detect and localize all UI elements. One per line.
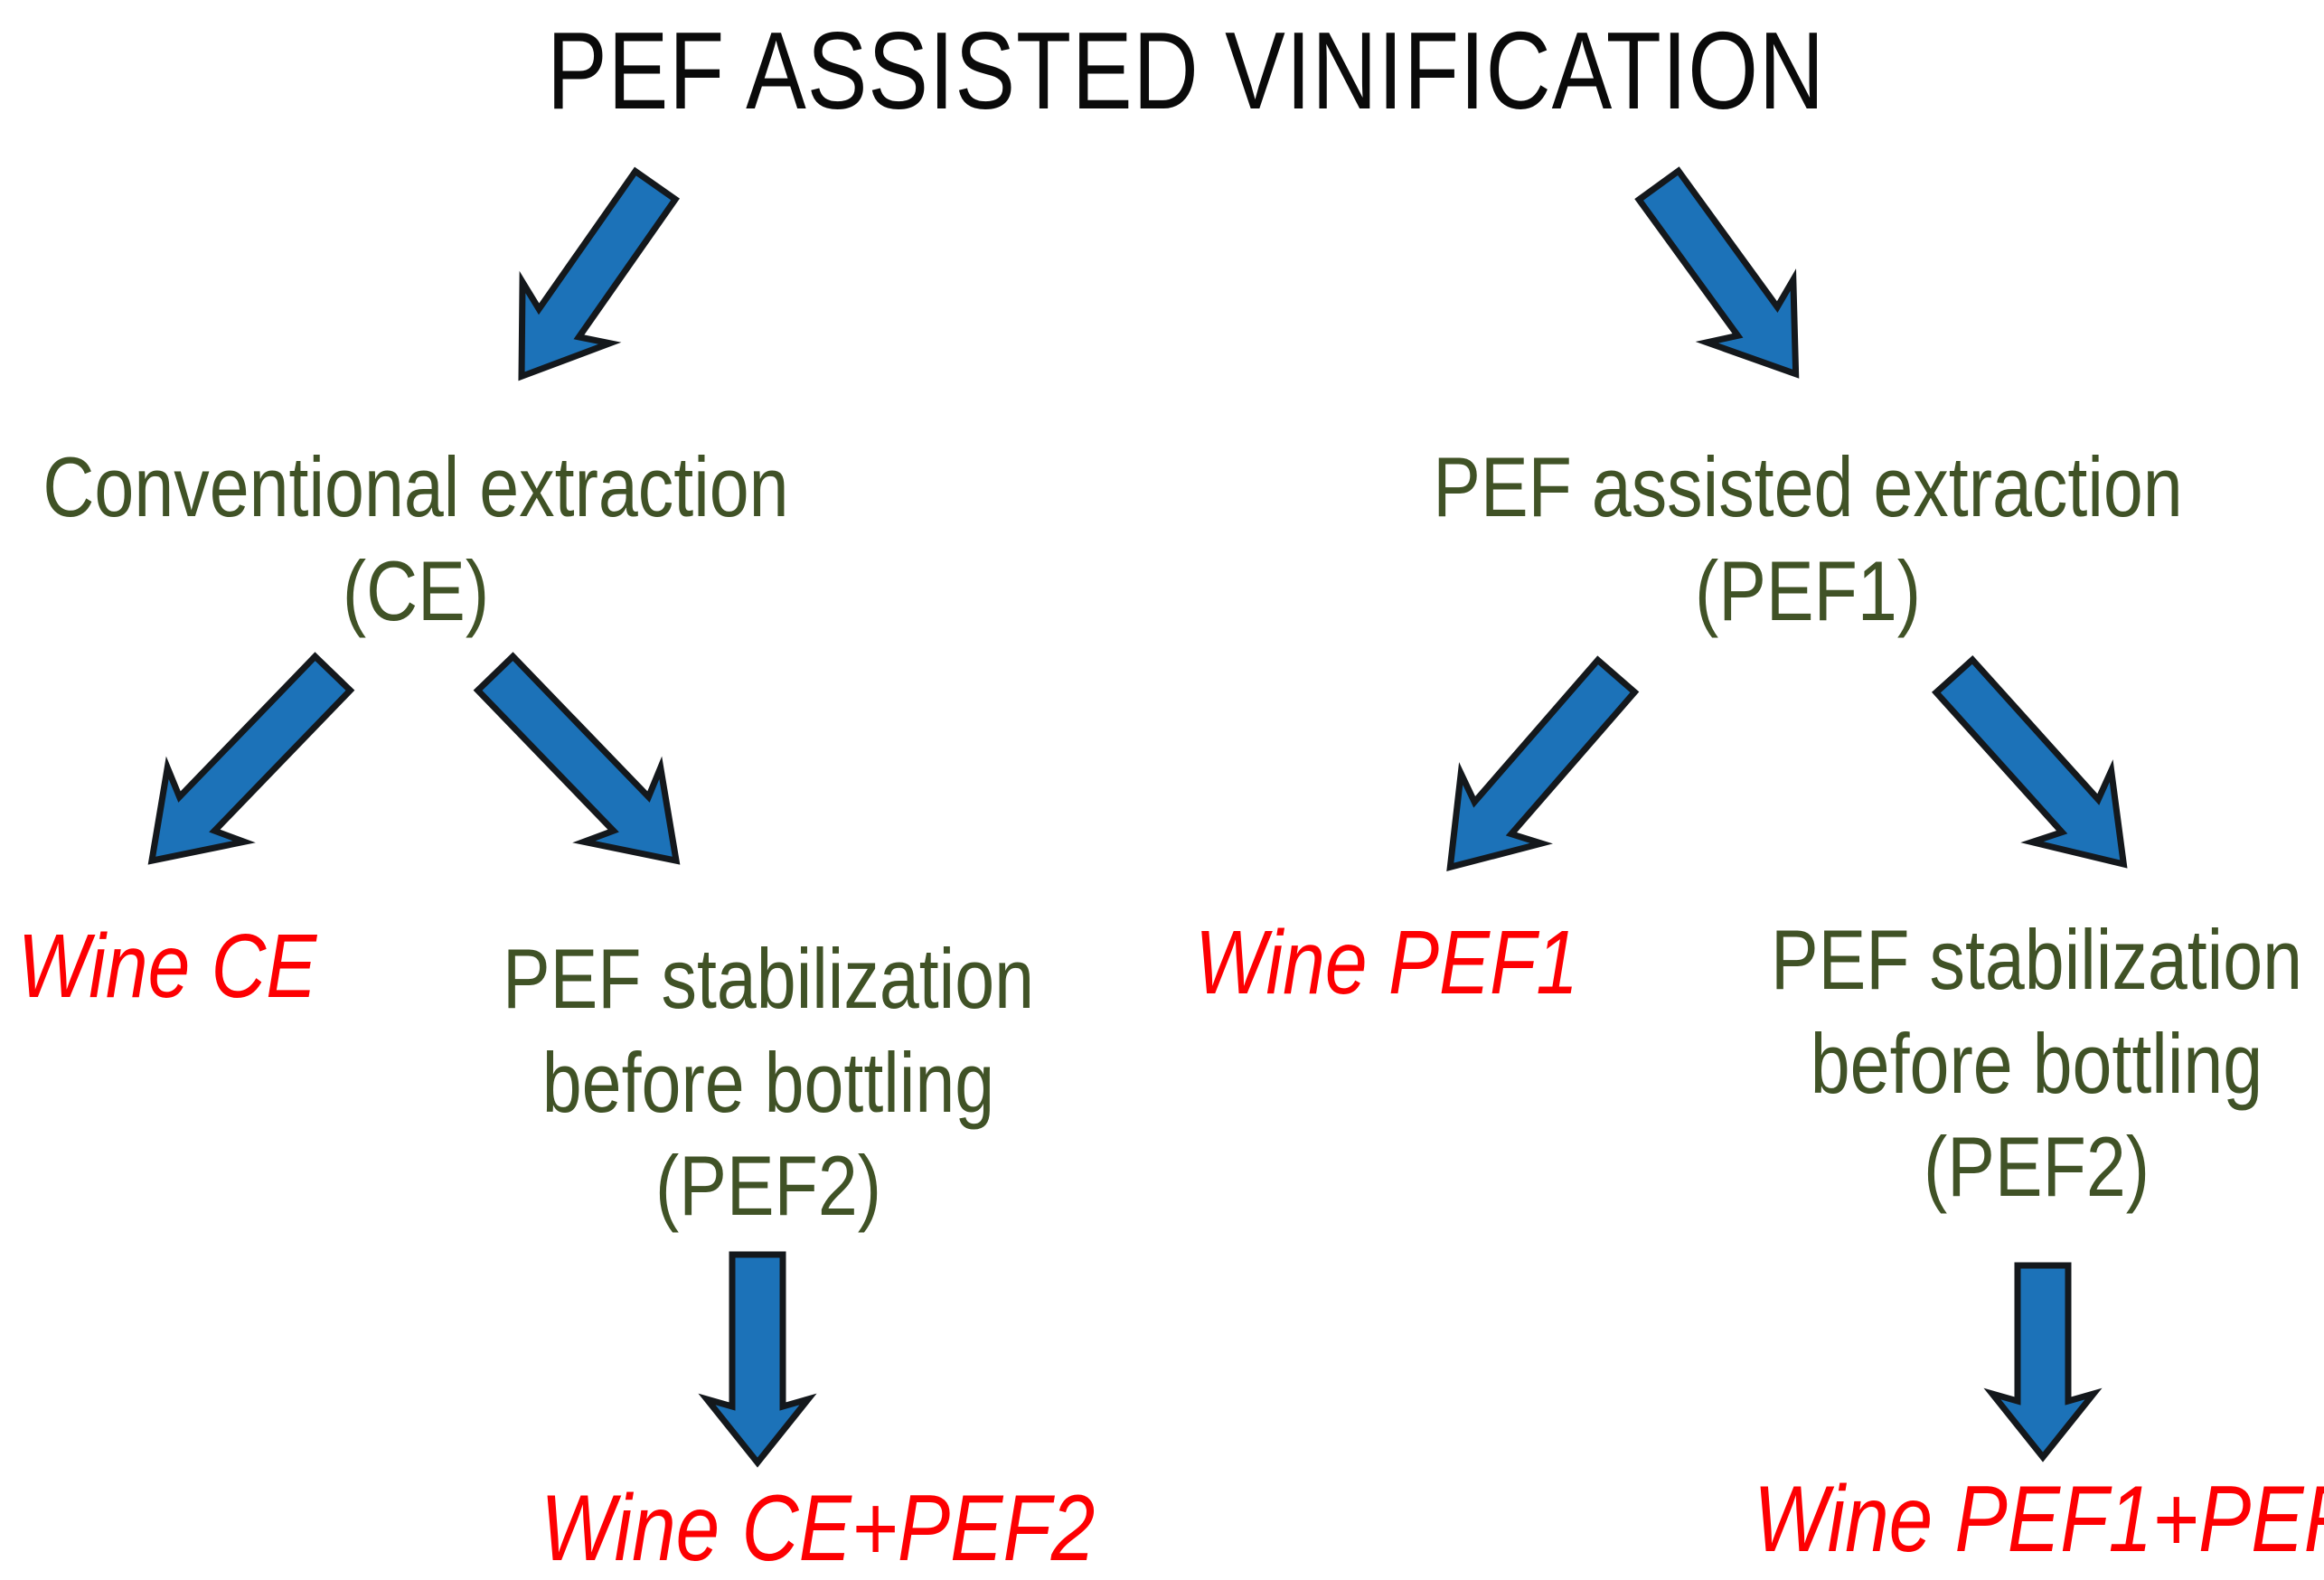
pef1-stabilization-line2: before bottling (1810, 1015, 2263, 1111)
pef1-to-stabilization-arrow-icon (1931, 654, 2128, 869)
ce-to-stabilization-arrow-icon (473, 652, 681, 865)
down-right-block-arrow-shape (1931, 654, 2128, 869)
ce-stabilization-line2: before bottling (541, 1034, 995, 1130)
ce-extraction-line2: (CE) (342, 542, 490, 638)
wine-pef1-label: Wine PEF1 (1194, 912, 1579, 1013)
pef1-extraction-line1: PEF assisted extraction (1433, 439, 2183, 534)
diagram-title: PEF ASSISTED VINIFICATION (547, 9, 1825, 132)
ce-stabilization-line3: (PEF2) (654, 1138, 882, 1234)
ce-extraction-label: Conventional extraction (CE) (36, 436, 795, 643)
wine-ce-pef2-label: Wine CE+PEF2 (541, 1476, 1096, 1580)
wine-pef1-pef2-label: Wine PEF1+PEF2 (1754, 1467, 2324, 1572)
ce-to-wine-ce-arrow-icon (147, 652, 355, 865)
down-left-block-arrow-shape (518, 166, 680, 381)
ce-extraction-line1: Conventional extraction (42, 439, 789, 534)
down-left-block-arrow-shape (1446, 655, 1640, 871)
title-to-ce-arrow-icon (518, 166, 680, 381)
down-block-arrow-shape (1983, 1262, 2103, 1462)
pef1-to-wine-pef1-arrow-icon (1446, 655, 1640, 871)
down-left-block-arrow-shape (147, 652, 355, 865)
pef1-extraction-label: PEF assisted extraction (PEF1) (1428, 436, 2188, 643)
down-right-block-arrow-shape (1634, 166, 1800, 379)
pef1-stabilization-line1: PEF stabilization (1770, 912, 2303, 1007)
down-right-block-arrow-shape (473, 652, 681, 865)
pef1-extraction-line2: (PEF1) (1694, 542, 1922, 638)
pef1-stabilization-label: PEF stabilization before bottling (PEF2) (1733, 908, 2324, 1219)
pef1-stabilization-line3: (PEF2) (1923, 1119, 2150, 1215)
stabilization-to-wine-ce-pef2-arrow-icon (698, 1251, 817, 1468)
stabilization-to-wine-pef1-pef2-arrow-icon (1983, 1262, 2103, 1462)
title-to-pef1-arrow-icon (1634, 166, 1800, 379)
wine-ce-label: Wine CE (17, 916, 317, 1017)
ce-stabilization-line1: PEF stabilization (502, 931, 1035, 1026)
ce-stabilization-label: PEF stabilization before bottling (PEF2) (465, 927, 1072, 1238)
down-block-arrow-shape (698, 1251, 817, 1468)
